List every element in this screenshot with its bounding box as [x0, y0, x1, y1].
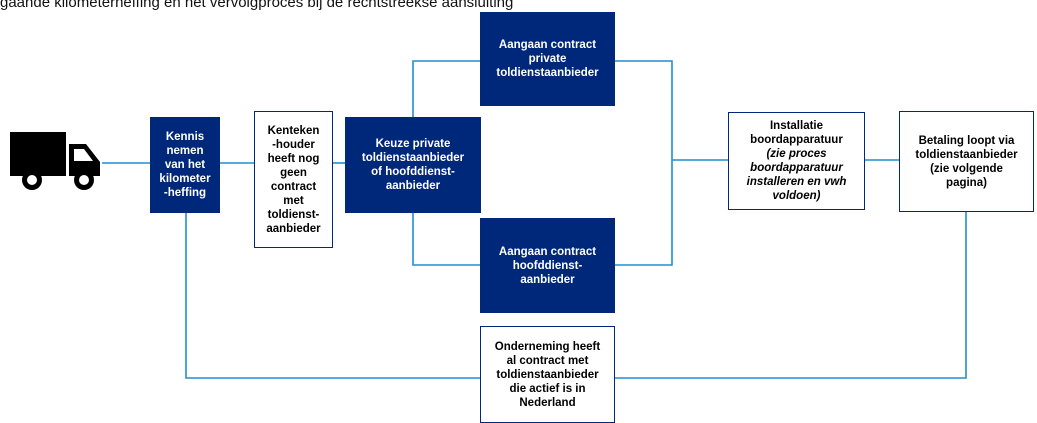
onderneming-contract-box: Onderneming heeft al contract met toldie…	[480, 326, 615, 423]
connector-onderneming-betaling	[615, 212, 967, 379]
kentekenhouder-box: Kenteken -houder heeft nog geen contract…	[254, 111, 333, 248]
kennis-nemen-box: Kennis nemen van het kilometer -heffing	[150, 117, 220, 213]
connector-keuze-private	[412, 60, 480, 117]
betaling-box: Betaling loopt via toldienstaanbieder (z…	[899, 111, 1034, 212]
connector-kennis-onderneming	[185, 213, 480, 379]
installatie-boordapparatuur-box: Installatie boordapparatuur (zie proces …	[728, 112, 865, 210]
page-caption: gaande kilometerheffing en het vervolgpr…	[0, 0, 514, 11]
connector-keuze-hoofd	[412, 212, 480, 266]
aangaan-contract-private-box: Aangaan contract private toldienstaanbie…	[480, 12, 615, 106]
truck-icon	[10, 132, 100, 190]
aangaan-contract-hoofd-box: Aangaan contract hoofddienst- aanbieder	[480, 218, 615, 313]
connector-private-merge	[615, 60, 673, 266]
keuze-toldienstaanbieder-box: Keuze private toldienstaanbieder of hoof…	[345, 117, 481, 213]
